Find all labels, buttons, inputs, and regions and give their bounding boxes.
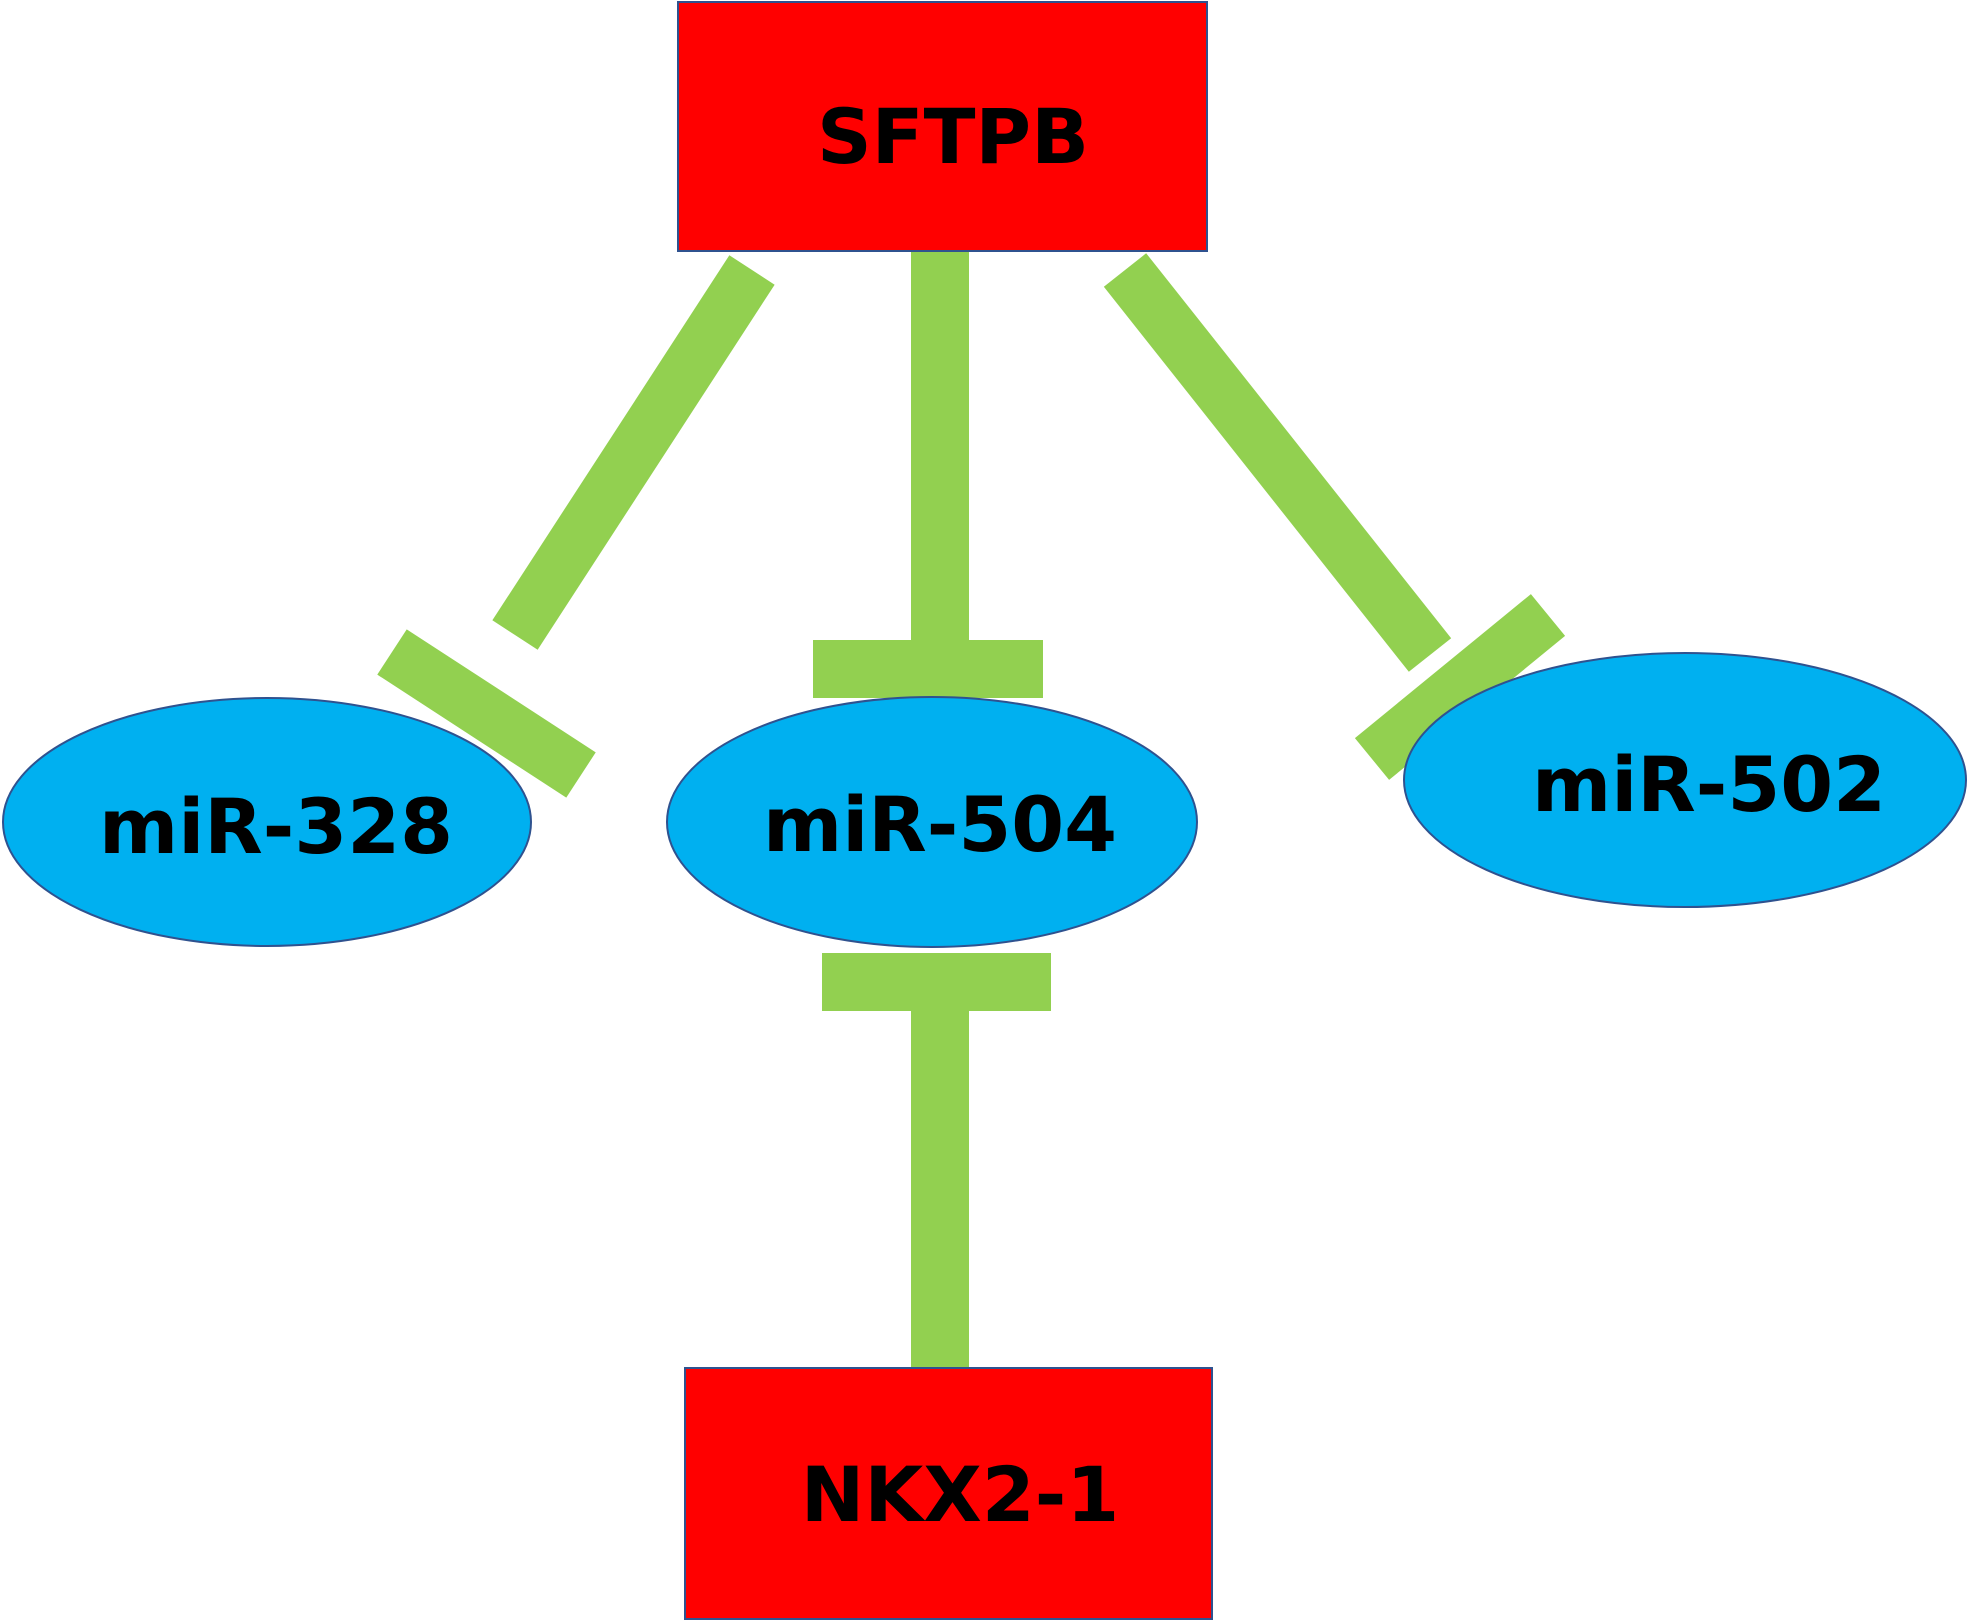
edge-sftpb-mir504 bbox=[813, 252, 1043, 698]
edge-sftpb-mir502 bbox=[1103, 253, 1566, 780]
node-mir328-ellipse bbox=[2, 697, 532, 947]
edge-nkx21-mir504 bbox=[822, 953, 1051, 1368]
node-sftpb-label: SFTPB bbox=[817, 92, 1089, 181]
edge-sftpb-mir502-tbar bbox=[1354, 594, 1566, 780]
node-mir504-ellipse bbox=[666, 696, 1198, 948]
edge-sftpb-mir328 bbox=[377, 255, 775, 798]
node-mir504: miR-504 bbox=[666, 696, 1198, 948]
node-mir504-label: miR-504 bbox=[763, 780, 1117, 869]
node-mir328: miR-328 bbox=[2, 697, 532, 947]
node-nkx21-box bbox=[684, 1367, 1213, 1620]
node-nkx21-label: NKX2-1 bbox=[801, 1450, 1119, 1539]
node-mir328-label: miR-328 bbox=[99, 782, 453, 871]
edge-sftpb-mir328-tbar bbox=[377, 629, 596, 798]
node-mir502-label: miR-502 bbox=[1532, 740, 1886, 829]
edge-sftpb-mir328-shaft bbox=[492, 255, 775, 650]
node-mir502-ellipse bbox=[1403, 652, 1967, 908]
node-sftpb: SFTPB bbox=[677, 1, 1208, 252]
node-mir502: miR-502 bbox=[1403, 652, 1967, 908]
edge-sftpb-mir502-shaft bbox=[1103, 253, 1452, 672]
node-nkx21: NKX2-1 bbox=[684, 1367, 1213, 1620]
node-sftpb-box bbox=[677, 1, 1208, 252]
